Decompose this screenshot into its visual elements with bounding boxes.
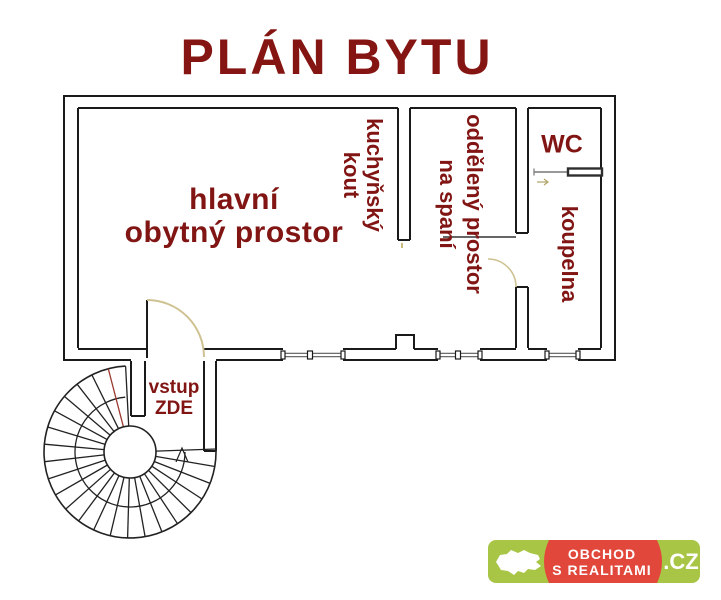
spiral-staircase — [43, 365, 217, 539]
page-title: PLÁN BYTU — [180, 29, 494, 85]
logo-tld: .CZ — [663, 549, 699, 574]
logo-text-line2: S REALITAMI — [552, 562, 652, 578]
wc-door — [533, 167, 604, 186]
wc-door-arrow — [537, 178, 549, 186]
logo-text-line1: OBCHOD — [567, 546, 637, 562]
room-label-bathroom: koupelna — [557, 205, 582, 303]
agency-logo: OBCHOD S REALITAMI .CZ — [488, 540, 700, 583]
windows — [280, 350, 581, 360]
stair-direction-arrow — [175, 446, 189, 463]
stair-steps — [44, 366, 216, 539]
outer-walls — [63, 95, 616, 361]
interior-walls — [130, 108, 529, 452]
entrance-door — [146, 299, 205, 358]
logo-red-ribbon — [544, 540, 662, 583]
room-label-wc: WC — [541, 130, 583, 159]
logo-czech-map — [496, 550, 541, 575]
sleeping-door — [443, 236, 517, 288]
